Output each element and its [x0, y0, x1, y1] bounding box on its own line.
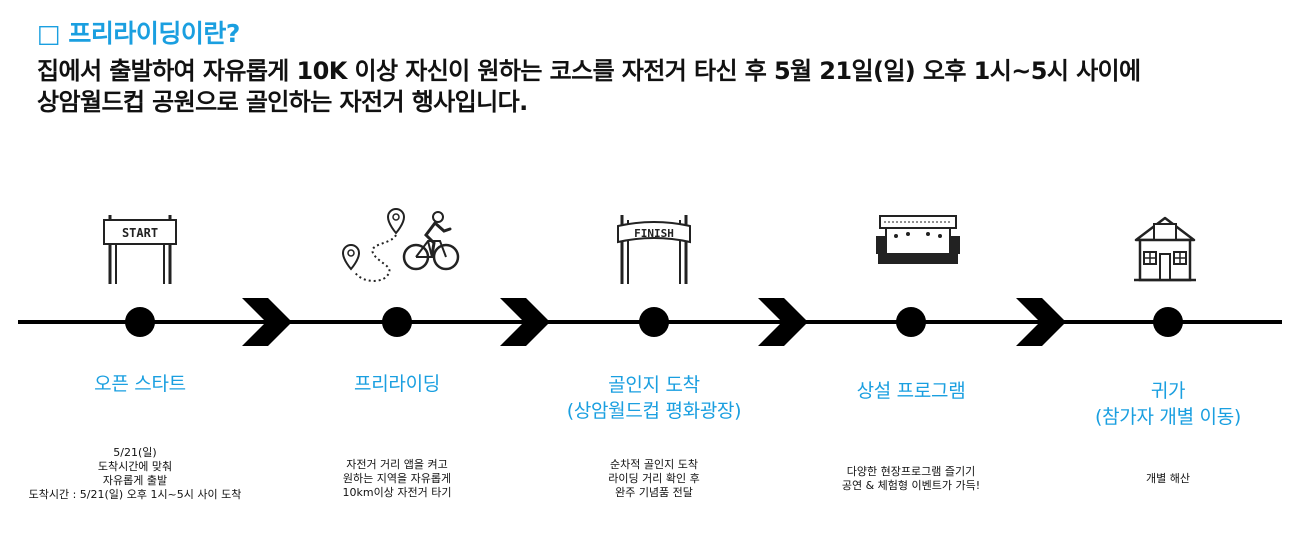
stage-desc-free-riding: 자전거 거리 앱을 켜고 원하는 지역을 자유롭게 10km이상 자전거 타기: [272, 458, 522, 500]
stage-desc-programs: 다양한 현장프로그램 즐기기 공연 & 체험형 이벤트가 가득!: [786, 465, 1036, 493]
arrow-right-icon: [242, 298, 292, 346]
stage-desc-line: 자유롭게 출발: [102, 474, 168, 487]
stage-desc-line: 다양한 현장프로그램 즐기기: [846, 465, 976, 478]
stage-desc-line: 5/21(일): [113, 446, 157, 459]
description-line: 상암월드컵 공원으로 골인하는 자전거 행사입니다.: [37, 88, 528, 116]
arrow-right-icon: [500, 298, 550, 346]
stage-desc-line: 개별 해산: [1146, 472, 1190, 485]
stage-title-open-start: 오픈 스타트: [20, 371, 260, 397]
stage-desc-open-start: 5/21(일) 도착시간에 맞춰 자유롭게 출발 도착시간 : 5/21(일) …: [10, 446, 260, 502]
event-description: 집에서 출발하여 자유롭게 10K 이상 자신이 원하는 코스를 자전거 타신 …: [37, 56, 1141, 118]
timeline-dot: [125, 307, 155, 337]
stage-desc-return-home: 개별 해산: [1043, 472, 1293, 486]
page-heading: □ 프리라이딩이란?: [37, 19, 240, 48]
stage-desc-line: 순차적 골인지 도착: [610, 458, 698, 471]
timeline-dot: [639, 307, 669, 337]
timeline-dot: [1153, 307, 1183, 337]
timeline-dot: [382, 307, 412, 337]
stage-title-line: 귀가: [1150, 380, 1186, 402]
arrow-right-icon: [1016, 298, 1066, 346]
stage-desc-line: 10km이상 자전거 타기: [342, 486, 452, 499]
stage-desc-goal-arrival: 순차적 골인지 도착 라이딩 거리 확인 후 완주 기념품 전달: [529, 458, 779, 500]
stage-desc-line: 라이딩 거리 확인 후: [608, 472, 700, 485]
house-icon: [1134, 216, 1196, 282]
stage-title-programs: 상설 프로그램: [791, 378, 1031, 404]
stage-icon: [876, 215, 960, 264]
stage-title-return-home: 귀가 (참가자 개별 이동): [1048, 378, 1288, 430]
stage-desc-line: 도착시간에 맞춰: [97, 460, 173, 473]
timeline-dot: [896, 307, 926, 337]
stage-desc-line: 공연 & 체험형 이벤트가 가득!: [841, 479, 981, 492]
stage-desc-line: 원하는 지역을 자유롭게: [342, 472, 452, 485]
arrow-right-icon: [758, 298, 808, 346]
stage-title-line: 오픈 스타트: [94, 373, 186, 395]
stage-title-goal-arrival: 골인지 도착 (상암월드컵 평화광장): [534, 372, 774, 424]
description-line: 집에서 출발하여 자유롭게 10K 이상 자신이 원하는 코스를 자전거 타신 …: [37, 57, 1141, 85]
stage-title-line: (상암월드컵 평화광장): [566, 400, 742, 422]
start-sign-text: START: [122, 226, 158, 240]
stage-desc-line: 자전거 거리 앱을 켜고: [346, 458, 448, 471]
stage-desc-line: 완주 기념품 전달: [615, 486, 693, 499]
stage-title-line: 프리라이딩: [354, 373, 440, 395]
finish-sign-text: FINISH: [634, 227, 674, 240]
stage-title-line: 상설 프로그램: [856, 380, 966, 402]
stage-title-line: 골인지 도착: [608, 374, 700, 396]
stage-title-line: (참가자 개별 이동): [1095, 406, 1241, 428]
finish-sign-icon: FINISH: [617, 215, 691, 284]
stage-desc-line: 도착시간 : 5/21(일) 오후 1시~5시 사이 도착: [28, 488, 242, 501]
start-sign-icon: START: [103, 215, 177, 284]
stage-title-free-riding: 프리라이딩: [277, 371, 517, 397]
cyclist-route-icon: [341, 207, 460, 282]
